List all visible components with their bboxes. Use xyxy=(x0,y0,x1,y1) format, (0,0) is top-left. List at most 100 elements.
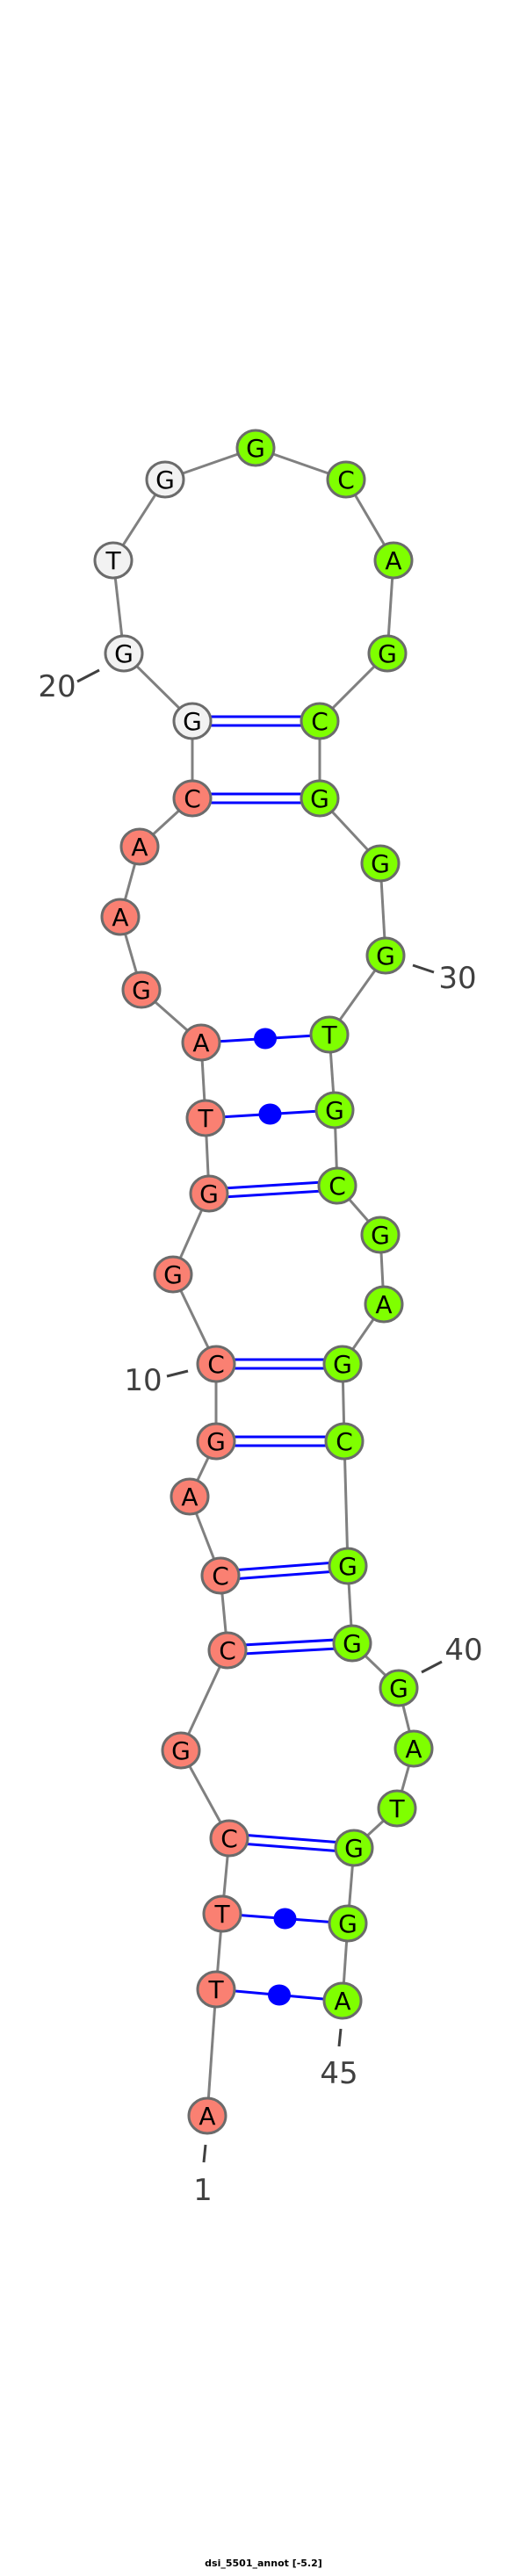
nucleotide-letter: G xyxy=(171,1736,191,1765)
nucleotide-circle xyxy=(121,971,162,1009)
nucleotide-circle xyxy=(309,1015,350,1054)
base-pair-bond xyxy=(227,1637,352,1648)
nucleotide-13: T xyxy=(185,1099,226,1137)
nucleotide-32: G xyxy=(314,1091,355,1129)
nucleotide-letter: G xyxy=(183,707,202,736)
nucleotide-27: C xyxy=(300,702,340,740)
nucleotide-letter: A xyxy=(199,2102,215,2131)
position-label: 20 xyxy=(38,669,76,704)
nucleotide-24: C xyxy=(326,460,366,499)
nucleotide-letter: T xyxy=(105,546,121,575)
nucleotide-circle xyxy=(322,1981,363,2020)
nucleotide-circle xyxy=(172,779,213,818)
nucleotide-circle xyxy=(360,1216,401,1254)
nucleotide-circle xyxy=(326,460,366,499)
nucleotide-circle xyxy=(161,1731,201,1770)
nucleotide-letter: A xyxy=(192,1028,209,1057)
label-tick xyxy=(337,2028,343,2047)
nucleotide-circle xyxy=(393,1729,434,1768)
nucleotide-35: A xyxy=(364,1285,404,1324)
nucleotides: ATTCGCCAGCGGTAGAACGGTGGCAGCGGGTGCGAGCGGG… xyxy=(93,429,434,2135)
nucleotide-2: T xyxy=(196,1970,236,2009)
nucleotide-38: G xyxy=(328,1547,368,1585)
nucleotide-40: G xyxy=(379,1669,419,1707)
wobble-pair-dot xyxy=(258,1103,282,1125)
nucleotide-letter: C xyxy=(336,1427,353,1456)
base-pair-bond xyxy=(228,1841,354,1854)
nucleotide-letter: A xyxy=(181,1483,198,1512)
nucleotide-9: G xyxy=(196,1422,236,1461)
nucleotide-16: A xyxy=(100,898,141,936)
nucleotide-letter: G xyxy=(371,1221,390,1250)
nucleotide-circle xyxy=(367,634,408,673)
nucleotide-circle xyxy=(360,844,401,883)
nucleotide-circle xyxy=(324,1422,365,1461)
nucleotide-circle xyxy=(196,1422,236,1461)
nucleotide-19: G xyxy=(172,702,213,740)
nucleotide-circle xyxy=(373,541,414,580)
nucleotide-15: G xyxy=(121,971,162,1009)
position-labels: 1 10 20 30 40 45 xyxy=(38,668,483,2208)
nucleotide-37: C xyxy=(324,1422,365,1461)
nucleotide-circle xyxy=(317,1166,357,1205)
nucleotide-circle xyxy=(187,2096,227,2135)
nucleotide-circle xyxy=(334,1829,374,1867)
nucleotide-letter: G xyxy=(114,639,134,668)
nucleotide-circle xyxy=(196,1345,236,1383)
base-pair-bond xyxy=(227,1646,353,1656)
base-pair-bond xyxy=(220,1569,349,1582)
nucleotide-letter: C xyxy=(311,707,328,736)
nucleotide-circle xyxy=(209,1819,249,1858)
base-pair-bond xyxy=(209,1188,338,1200)
nucleotide-circle xyxy=(300,779,340,818)
nucleotide-letter: C xyxy=(328,1172,346,1201)
nucleotide-21: T xyxy=(93,541,134,580)
nucleotide-circle xyxy=(235,429,276,467)
nucleotide-circle xyxy=(172,702,213,740)
nucleotide-circle xyxy=(322,1345,363,1383)
nucleotide-39: G xyxy=(332,1624,372,1663)
nucleotide-circle xyxy=(181,1023,221,1062)
nucleotide-circle xyxy=(364,1285,404,1324)
wobble-pair-dot xyxy=(273,1908,297,1930)
nucleotide-letter: A xyxy=(334,1987,350,2016)
position-label: 1 xyxy=(193,2173,213,2208)
nucleotide-29: G xyxy=(360,844,401,883)
nucleotide-circle xyxy=(300,702,340,740)
nucleotide-letter: G xyxy=(343,1629,362,1658)
nucleotide-22: G xyxy=(145,460,185,499)
base-pair-bond xyxy=(208,1180,337,1191)
nucleotide-12: G xyxy=(189,1174,229,1213)
position-label: 30 xyxy=(438,961,476,996)
nucleotide-letter: G xyxy=(344,1834,364,1863)
nucleotide-25: A xyxy=(373,541,414,580)
nucleotide-letter: G xyxy=(371,849,390,878)
nucleotide-42: T xyxy=(377,1789,417,1828)
nucleotide-letter: G xyxy=(163,1260,183,1289)
nucleotide-letter: G xyxy=(389,1674,408,1703)
nucleotide-circle xyxy=(379,1669,419,1707)
nucleotide-circle xyxy=(377,1789,417,1828)
nucleotide-letter: A xyxy=(385,546,401,575)
position-label: 40 xyxy=(444,1633,482,1668)
nucleotide-44: G xyxy=(328,1904,368,1943)
nucleotide-20: G xyxy=(104,634,144,673)
nucleotide-4: C xyxy=(209,1819,249,1858)
backbone-segment xyxy=(343,1440,350,1567)
nucleotide-36: G xyxy=(322,1345,363,1383)
nucleotide-28: G xyxy=(300,779,340,818)
nucleotide-7: C xyxy=(200,1556,241,1595)
nucleotide-letter: A xyxy=(375,1290,392,1319)
nucleotide-circle xyxy=(93,541,134,580)
nucleotide-circle xyxy=(185,1099,226,1137)
nucleotide-5: G xyxy=(161,1731,201,1770)
position-label: 45 xyxy=(320,2056,357,2091)
nucleotide-circle xyxy=(196,1970,236,2009)
backbone-segment xyxy=(206,1988,218,2117)
structure-title: dsi_5501_annot [-5.2] xyxy=(205,2558,322,2569)
nucleotide-30: G xyxy=(365,936,406,975)
nucleotide-26: G xyxy=(367,634,408,673)
position-label: 10 xyxy=(124,1363,162,1398)
base-pairs xyxy=(192,715,355,2006)
